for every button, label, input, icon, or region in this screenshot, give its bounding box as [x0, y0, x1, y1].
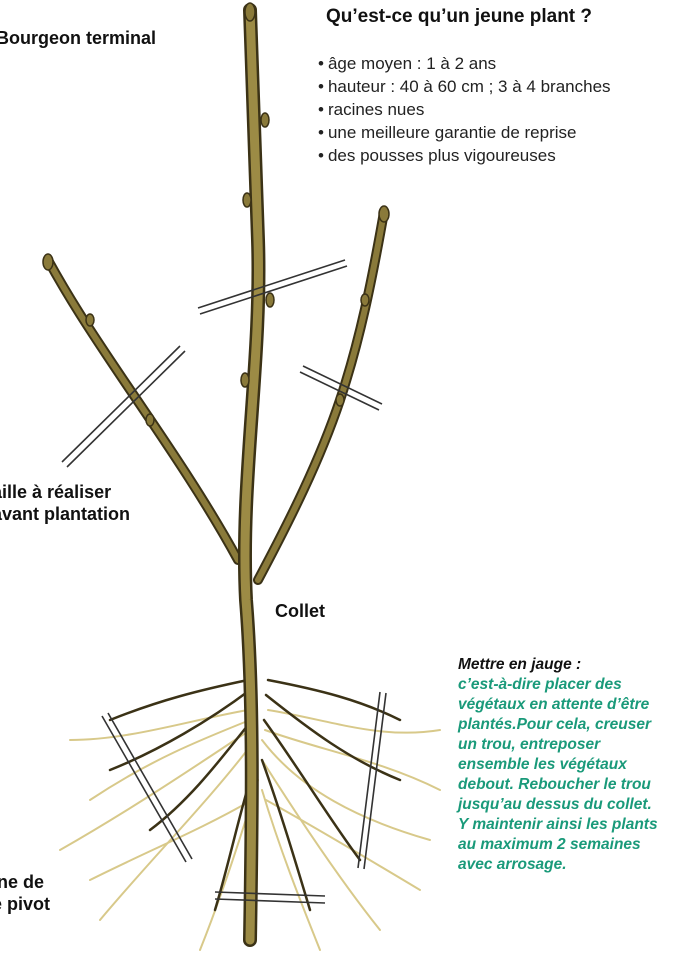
label-racine: ine de e pivot — [0, 871, 50, 915]
label-taille-line2: avant plantation — [0, 504, 130, 524]
info-bullet: une meilleure garantie de reprise — [318, 121, 611, 144]
jauge-note: Mettre en jauge : c’est-à-dire placer de… — [458, 655, 693, 875]
info-title: Qu’est-ce qu’un jeune plant ? — [326, 6, 592, 28]
label-collet: Collet — [275, 600, 325, 622]
label-racine-line1: ine de — [0, 872, 44, 892]
label-bourgeon-terminal: Bourgeon terminal — [0, 27, 156, 49]
info-bullet: âge moyen : 1 à 2 ans — [318, 52, 611, 75]
info-bullet: hauteur : 40 à 60 cm ; 3 à 4 branches — [318, 75, 611, 98]
info-list: âge moyen : 1 à 2 ans hauteur : 40 à 60 … — [318, 52, 611, 167]
label-taille-line1: aille à réaliser — [0, 482, 111, 502]
jauge-title: Mettre en jauge : — [458, 655, 693, 675]
info-bullet: racines nues — [318, 98, 611, 121]
label-taille: aille à réaliser avant plantation — [0, 481, 130, 525]
jauge-body: c’est-à-dire placer des végétaux en atte… — [458, 675, 693, 875]
label-racine-line2: e pivot — [0, 894, 50, 914]
info-bullet: des pousses plus vigoureuses — [318, 144, 611, 167]
